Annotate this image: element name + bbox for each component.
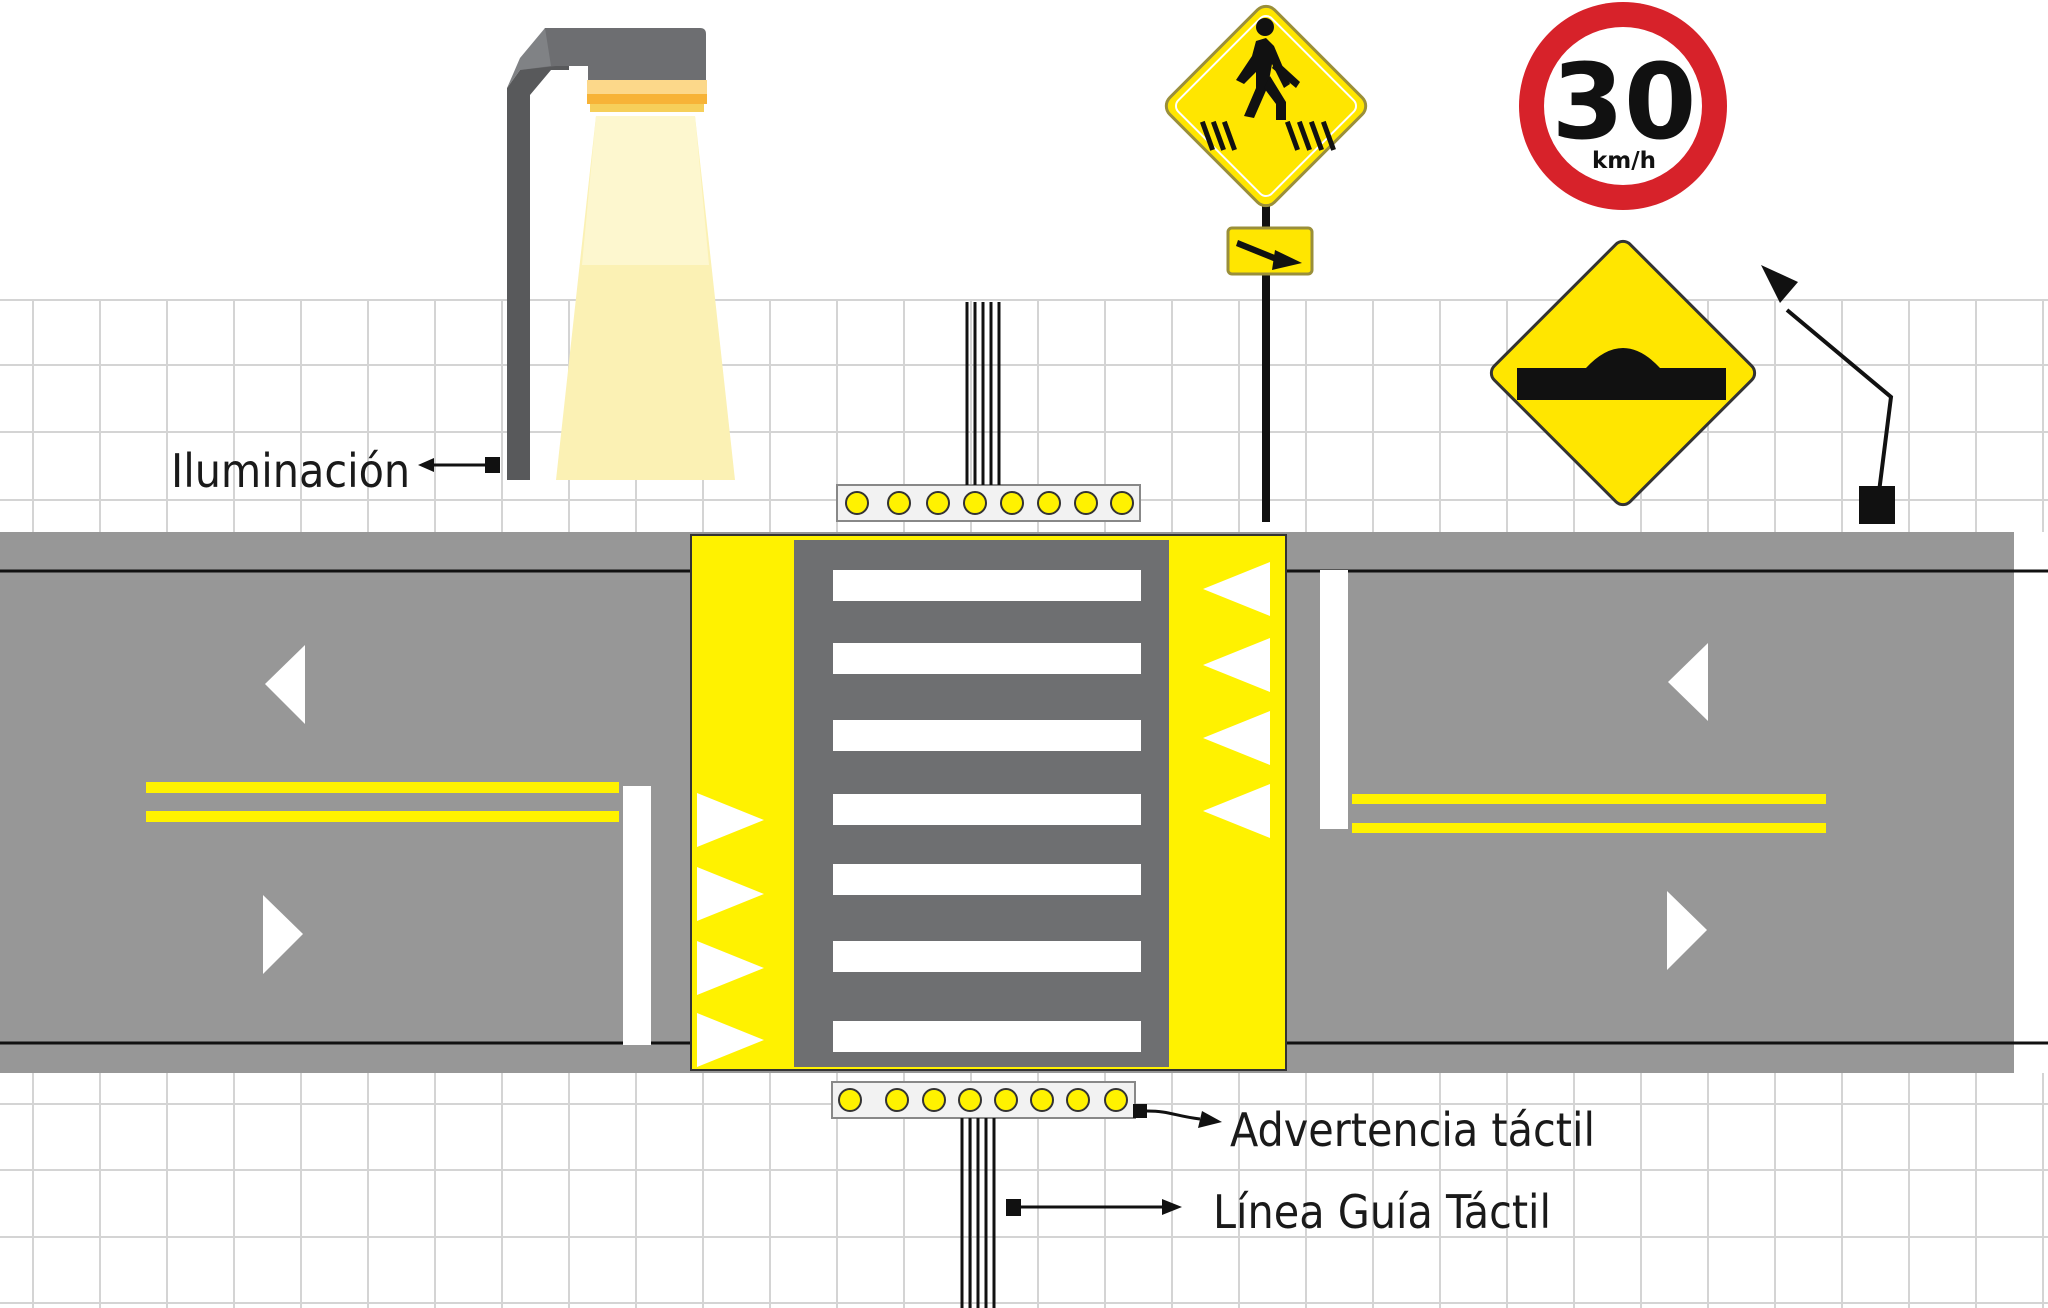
ramp-triangle [697, 1013, 764, 1067]
arrow-right-icon [1198, 1111, 1222, 1128]
tactile-warning-strip-top [836, 484, 1141, 522]
tactile-dot [994, 1088, 1018, 1112]
center-line-yellow [146, 782, 619, 793]
stop-line [623, 786, 651, 1045]
arrow-left-icon [418, 458, 434, 472]
zebra-stripes [833, 570, 1141, 1052]
ramp-triangle [1203, 638, 1270, 692]
lane-arrow-left-icon [1668, 643, 1708, 721]
tactile-dot [1030, 1088, 1054, 1112]
zebra-stripe [833, 643, 1141, 674]
speed-bump-icon [1517, 348, 1726, 400]
pedestrian-crossing-sign-icon [1164, 4, 1368, 522]
tactile-dot [885, 1088, 909, 1112]
lighting-label: Iluminación [171, 444, 410, 498]
lane-arrow-right-icon [263, 895, 303, 974]
tactile-dot [963, 491, 987, 515]
tactile-dot [1037, 491, 1061, 515]
ramp-triangle [1203, 784, 1270, 838]
tactile-dot [1104, 1088, 1128, 1112]
sign-callout-arrow [1761, 265, 1895, 524]
tactile-guide-line-bottom [960, 1118, 996, 1308]
raised-crosswalk [690, 534, 1287, 1071]
tactile-dot [1000, 491, 1024, 515]
sign-pole [1262, 204, 1270, 522]
ramp-triangle [697, 867, 764, 921]
light-beam-upper [582, 116, 709, 265]
lamp-bulb-base [590, 104, 704, 112]
pedestrian-icon [1236, 18, 1300, 120]
street-lamp-icon [507, 28, 735, 480]
ramp-triangles-left [697, 793, 764, 1067]
crosswalk-stripes-icon [1199, 120, 1336, 151]
ramp-triangle [1203, 711, 1270, 765]
lamp-bulb [587, 80, 707, 94]
tactile-dot [958, 1088, 982, 1112]
arrow-up-left-icon [1761, 265, 1798, 303]
zebra-stripe [833, 794, 1141, 825]
tactile-dot [922, 1088, 946, 1112]
speed-limit-sign-icon: 30 km/h [1519, 2, 1727, 210]
tactile-warning-strip-bottom [831, 1081, 1136, 1119]
center-line-yellow [1352, 794, 1826, 804]
lane-arrow-right-icon [1667, 891, 1707, 970]
tactile-dot [1110, 491, 1134, 515]
tactile-dot [1066, 1088, 1090, 1112]
speed-limit-unit: km/h [1592, 148, 1656, 174]
lamp-head [520, 28, 706, 80]
tactile-guide-line-callout: Línea Guía Táctil [1006, 1185, 1551, 1239]
speed-bump-sign-icon [1489, 239, 1757, 507]
zebra-stripe [833, 720, 1141, 751]
zebra-stripe [833, 941, 1141, 972]
ramp-triangle [697, 941, 764, 995]
stop-line [1320, 570, 1348, 829]
tactile-warning-label: Advertencia táctil [1230, 1103, 1595, 1157]
zebra-stripe [833, 570, 1141, 601]
ramp-triangles-right [1203, 562, 1270, 838]
zebra-stripe [833, 864, 1141, 895]
lane-arrow-left-icon [265, 645, 305, 724]
lamp-arm [507, 28, 551, 88]
ramp-triangle [1203, 562, 1270, 616]
tactile-dot [845, 491, 869, 515]
tactile-warning-callout: Advertencia táctil [1133, 1103, 1595, 1157]
lighting-callout: Iluminación [171, 444, 500, 498]
tactile-dot [838, 1088, 862, 1112]
diagonal-arrow-icon [1236, 240, 1302, 270]
tactile-dot [1074, 491, 1098, 515]
tactile-dot [887, 491, 911, 515]
lamp-bulb-glow [587, 94, 707, 104]
lamp-pole [507, 50, 569, 480]
speed-limit-value: 30 [1552, 41, 1697, 163]
arrow-right-icon [1162, 1199, 1182, 1215]
tactile-dot [926, 491, 950, 515]
center-line-yellow [1352, 823, 1826, 833]
tactile-guide-line-top [965, 302, 1001, 485]
sidewalk-grid-bottom [0, 1073, 2048, 1308]
ramp-triangle [697, 793, 764, 847]
center-line-yellow [146, 811, 619, 822]
tactile-guide-line-label: Línea Guía Táctil [1213, 1185, 1551, 1239]
zebra-stripe [833, 1021, 1141, 1052]
sign-plate-diagonal-arrow [1226, 226, 1314, 276]
